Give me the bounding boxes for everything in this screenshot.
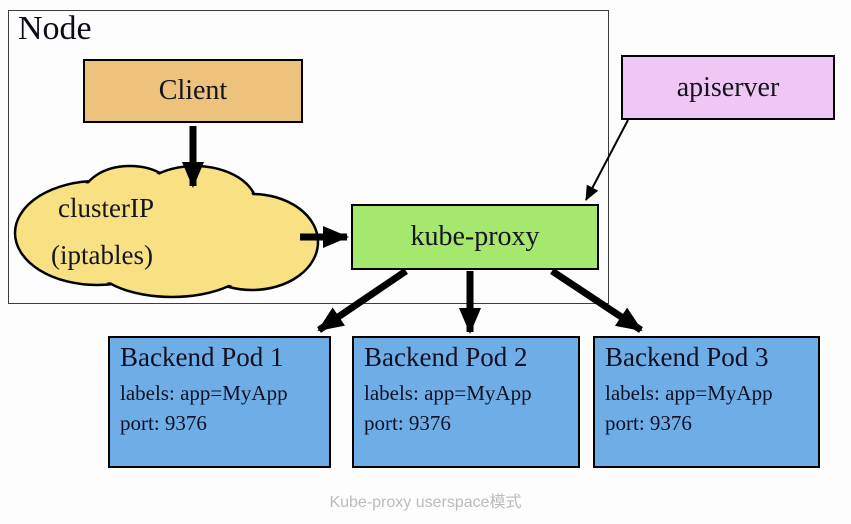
apiserver-box: apiserver (621, 55, 835, 120)
backend-pod-3-labels: labels: app=MyApp (605, 381, 773, 406)
kube-proxy-label: kube-proxy (410, 221, 540, 252)
backend-pod-1-labels: labels: app=MyApp (120, 381, 288, 406)
backend-pod-3-title: Backend Pod 3 (605, 342, 769, 372)
backend-pod-2-labels: labels: app=MyApp (364, 381, 532, 406)
backend-pod-2-port: port: 9376 (364, 411, 451, 436)
figure-caption: Kube-proxy userspace模式 (329, 494, 522, 511)
clusterip-label-line2: (iptables) (51, 240, 153, 270)
clusterip-label-line1: clusterIP (58, 193, 154, 223)
backend-pod-3-port: port: 9376 (605, 411, 692, 436)
client-label: Client (158, 75, 228, 106)
kube-proxy-box: kube-proxy (351, 204, 599, 270)
backend-pod-1-port: port: 9376 (120, 411, 207, 436)
client-box: Client (83, 59, 303, 123)
backend-pod-2-title: Backend Pod 2 (364, 342, 528, 372)
backend-pod-1-box: Backend Pod 1 labels: app=MyApp port: 93… (108, 336, 331, 468)
backend-pod-2-box: Backend Pod 2 labels: app=MyApp port: 93… (352, 336, 580, 468)
backend-pod-3-box: Backend Pod 3 labels: app=MyApp port: 93… (593, 336, 820, 468)
node-label: Node (18, 10, 92, 47)
apiserver-label: apiserver (676, 71, 780, 103)
backend-pod-1-title: Backend Pod 1 (120, 342, 284, 372)
